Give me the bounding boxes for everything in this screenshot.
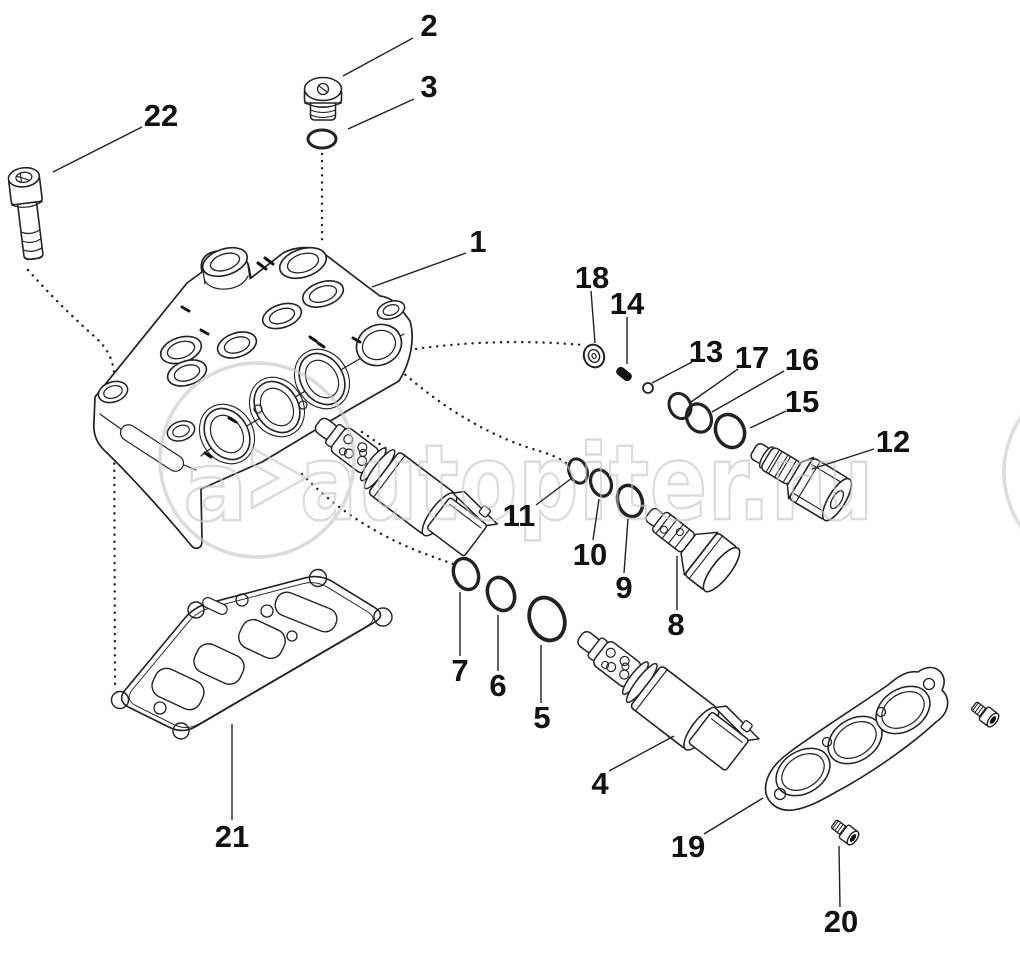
dotted-line-bolt-to-gasket (26, 268, 117, 688)
callout-2-label[interactable]: 2 (420, 8, 437, 43)
callout-8-label[interactable]: 8 (667, 607, 684, 642)
valve-body-gasket-21 (110, 568, 393, 740)
control-valve-body-1 (92, 246, 413, 550)
callout-18-leader (590, 290, 596, 344)
check-ball-13 (642, 382, 654, 394)
callout-19-label[interactable]: 19 (671, 829, 705, 864)
callout-22-leader (52, 126, 143, 173)
spring-pin-14 (616, 366, 632, 382)
top-port-bosses (159, 246, 345, 387)
callout-10-label[interactable]: 10 (573, 537, 607, 572)
callout-13-leader (651, 361, 693, 384)
side-port (355, 323, 403, 367)
watermark-logo-chevron (250, 445, 309, 511)
callout-18-label[interactable]: 18 (575, 260, 609, 295)
watermark-logo-circle (158, 361, 356, 559)
three-port-gasket-19 (764, 666, 949, 811)
socket-screw-20b (828, 816, 862, 848)
dotted-line-body-to-oring-11 (398, 368, 568, 465)
callout-15-label[interactable]: 15 (785, 384, 819, 419)
dotted-line-body-to-solenoid (360, 430, 440, 486)
callout-20-leader (838, 845, 841, 908)
callout-7-label[interactable]: 7 (451, 653, 468, 688)
callout-5-label[interactable]: 5 (533, 700, 550, 735)
front-bores (198, 348, 351, 465)
watermark-text: autopiter.ru (300, 422, 874, 544)
callout-13-label[interactable]: 13 (689, 334, 723, 369)
callout-6-label[interactable]: 6 (489, 668, 506, 703)
callout-11-label[interactable]: 11 (503, 498, 536, 533)
gasket-21-cutouts (151, 591, 338, 715)
o-ring-16 (684, 402, 714, 434)
watermark-tile-circle (1002, 415, 1020, 529)
callout-16-label[interactable]: 16 (785, 342, 819, 377)
callout-21-label[interactable]: 21 (215, 819, 249, 854)
callout-22-label[interactable]: 22 (144, 98, 178, 133)
callout-19-leader (703, 797, 764, 835)
watermark: a autopiter.ru (158, 361, 1020, 559)
callout-9-label[interactable]: 9 (615, 570, 632, 605)
o-ring-6 (485, 575, 517, 613)
callout-4-leader (608, 735, 675, 772)
callout-9-leader (623, 518, 629, 574)
callout-3-leader (347, 98, 415, 130)
o-ring-9 (615, 483, 645, 519)
solenoid-valve-4 (564, 608, 765, 782)
callout-4-label[interactable]: 4 (591, 766, 609, 801)
o-ring-15 (713, 412, 747, 450)
callout-1-leader (371, 252, 467, 288)
watermark-logo-letter: a (183, 431, 248, 543)
callout-12-leader (811, 448, 875, 470)
callout-17-label[interactable]: 17 (735, 340, 769, 375)
callout-11-leader (535, 477, 573, 506)
o-ring-5 (527, 595, 567, 643)
callout-20-label[interactable]: 20 (824, 904, 858, 939)
gasket-21-bolt-holes (110, 568, 393, 740)
callout-15-leader (749, 410, 787, 429)
callout-10-leader (592, 498, 600, 541)
socket-screw-20a (968, 698, 1002, 730)
callout-14-label[interactable]: 14 (610, 286, 645, 321)
callout-1-label[interactable]: 1 (469, 224, 486, 259)
gasket-19-bolt-holes (773, 677, 936, 801)
callout-17-leader (690, 368, 739, 403)
sealing-washer-18 (582, 343, 606, 369)
callout-3-label[interactable]: 3 (420, 69, 437, 104)
bolt-bosses (97, 300, 406, 442)
relief-valve-plug-12 (750, 443, 853, 522)
o-ring-7 (451, 556, 481, 592)
callout-2-leader (342, 37, 414, 77)
o-ring-11 (567, 457, 589, 485)
o-ring-3 (306, 128, 338, 150)
callout-12-label[interactable]: 12 (876, 424, 910, 459)
cast-marks (180, 256, 362, 459)
dotted-line-body-to-washer (400, 340, 585, 353)
threaded-plug-2 (303, 76, 343, 121)
socket-head-bolt-22 (7, 166, 44, 261)
callout-16-leader (711, 370, 785, 413)
poppet-valve-8 (645, 507, 741, 593)
assembly-dotted-lines (26, 152, 585, 688)
